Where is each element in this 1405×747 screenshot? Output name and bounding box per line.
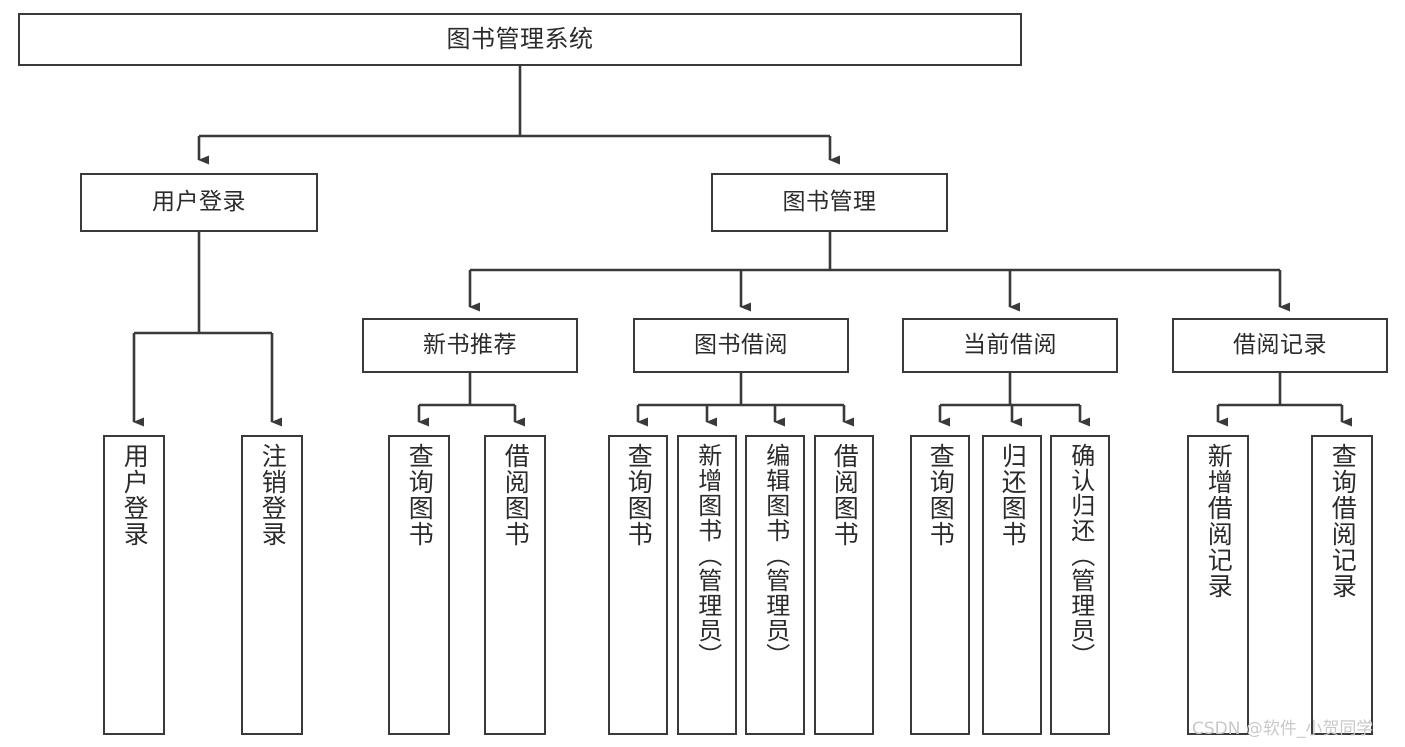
node-label: 归还图书 (998, 443, 1028, 547)
node-label: 编辑图书（管理员） (761, 443, 790, 668)
node-leaf-query-book-1[interactable]: 查询图书 (388, 435, 450, 735)
node-label: 新书推荐 (423, 331, 517, 358)
node-label: 新增借阅记录 (1204, 443, 1234, 599)
node-book-manage[interactable]: 图书管理 (711, 173, 948, 232)
node-label: 借阅图书 (830, 443, 860, 547)
node-label: 用户登录 (120, 443, 150, 547)
node-leaf-borrow-book-2[interactable]: 借阅图书 (814, 435, 874, 735)
node-label: 用户登录 (152, 188, 246, 215)
node-label: 当前借阅 (963, 331, 1057, 358)
csdn-watermark: CSDN @软件_小贺同学 (1192, 719, 1374, 739)
node-label: 图书管理系统 (446, 25, 594, 54)
node-leaf-query-borrow-record[interactable]: 查询借阅记录 (1311, 435, 1373, 735)
node-leaf-query-book-3[interactable]: 查询图书 (910, 435, 970, 735)
node-leaf-add-book-admin[interactable]: 新增图书（管理员） (677, 435, 737, 735)
node-leaf-edit-book-admin[interactable]: 编辑图书（管理员） (745, 435, 805, 735)
node-label: 图书管理 (782, 188, 877, 215)
node-label: 注销登录 (258, 443, 288, 547)
node-leaf-query-book-2[interactable]: 查询图书 (608, 435, 668, 735)
node-label: 借阅记录 (1233, 331, 1327, 358)
node-label: 查询借阅记录 (1328, 443, 1358, 599)
node-new-book-recommend[interactable]: 新书推荐 (362, 318, 578, 373)
node-leaf-user-login[interactable]: 用户登录 (103, 435, 165, 735)
node-root-system[interactable]: 图书管理系统 (18, 13, 1022, 66)
node-book-borrow[interactable]: 图书借阅 (633, 318, 849, 373)
node-label: 新增图书（管理员） (693, 443, 722, 668)
node-leaf-add-borrow-record[interactable]: 新增借阅记录 (1187, 435, 1249, 735)
node-leaf-user-logout[interactable]: 注销登录 (241, 435, 303, 735)
node-borrow-record[interactable]: 借阅记录 (1172, 318, 1388, 373)
node-label: 确认归还（管理员） (1066, 443, 1095, 668)
node-label: 图书借阅 (694, 331, 788, 358)
node-leaf-confirm-return-admin[interactable]: 确认归还（管理员） (1050, 435, 1110, 735)
node-current-borrow[interactable]: 当前借阅 (902, 318, 1118, 373)
node-label: 查询图书 (926, 443, 956, 547)
node-label: 查询图书 (624, 443, 654, 547)
node-label: 借阅图书 (501, 443, 531, 547)
node-user-login[interactable]: 用户登录 (80, 173, 318, 232)
node-leaf-return-book[interactable]: 归还图书 (982, 435, 1042, 735)
node-label: 查询图书 (405, 443, 435, 547)
node-leaf-borrow-book-1[interactable]: 借阅图书 (484, 435, 546, 735)
